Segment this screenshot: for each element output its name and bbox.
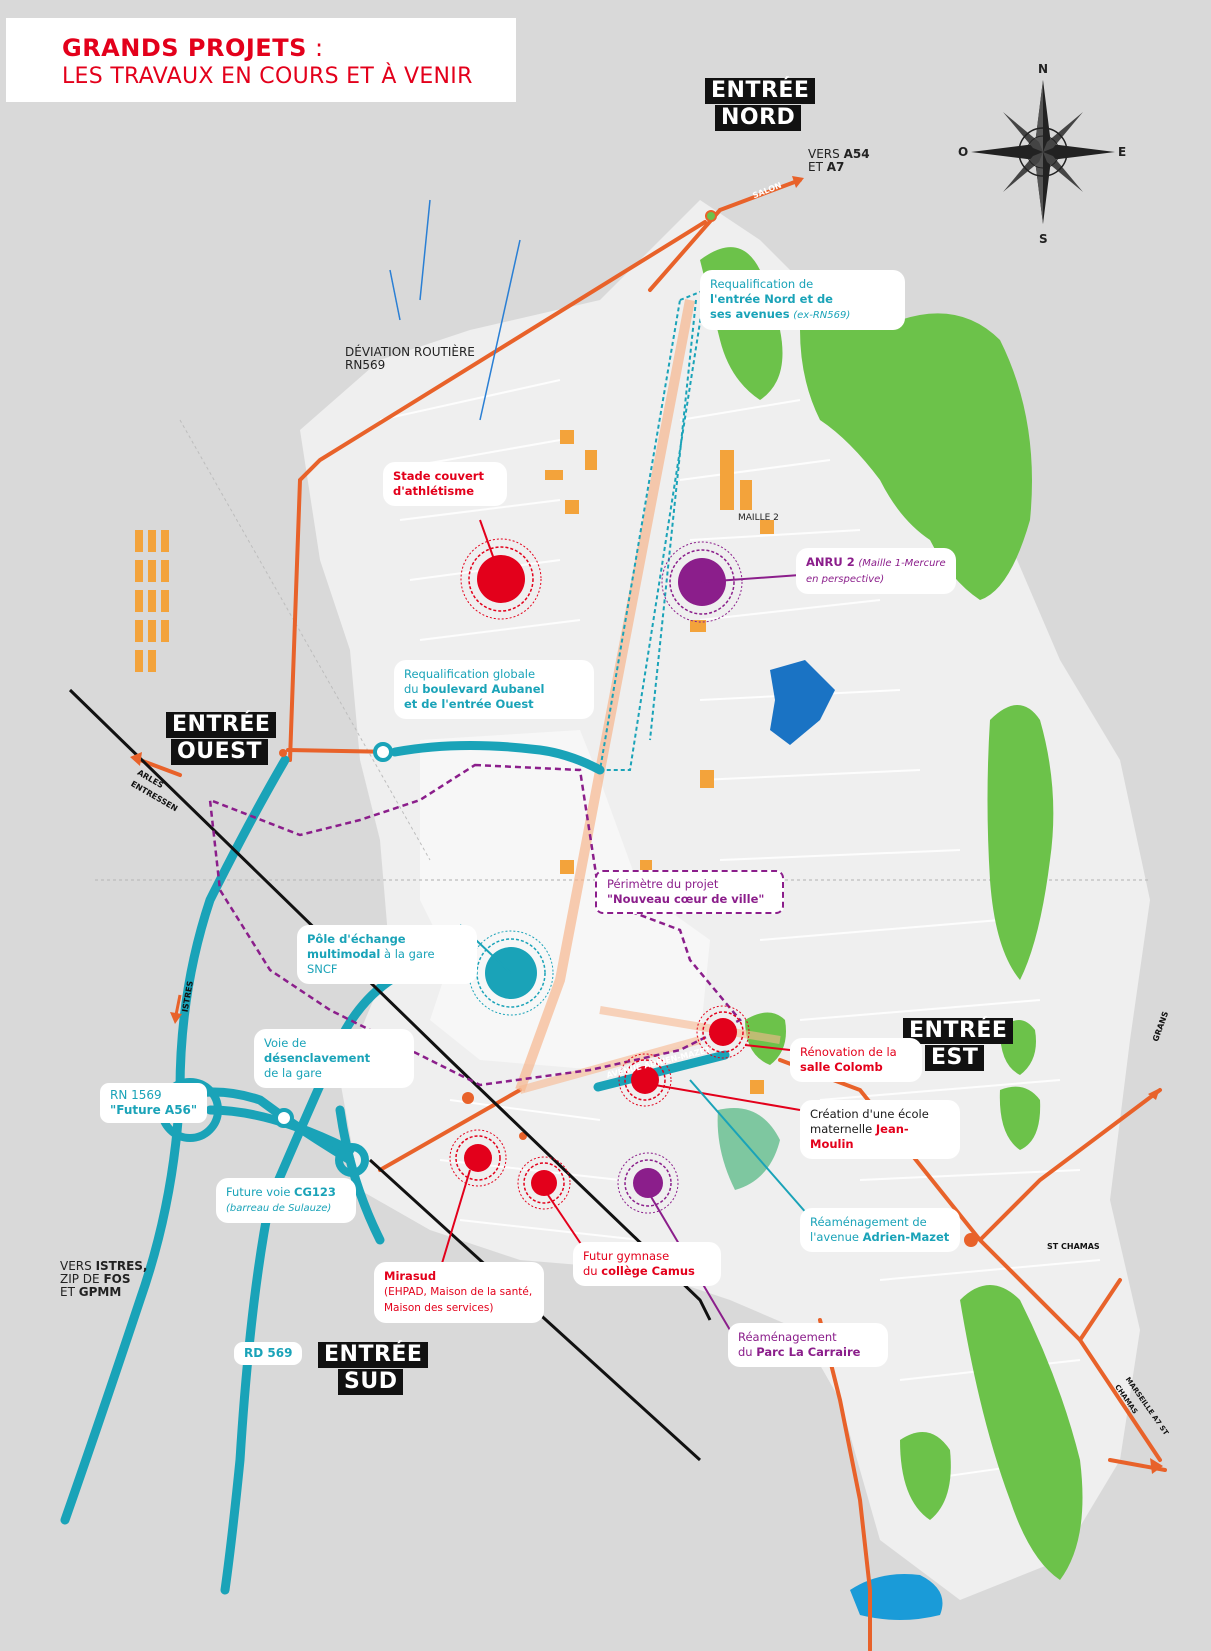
label-maille-2: MAILLE 2	[738, 513, 779, 523]
entry-north-line2: NORD	[715, 105, 802, 131]
entry-north-line1: ENTRÉE	[705, 78, 816, 104]
map-subtitle: LES TRAVAUX EN COURS ET À VENIR	[62, 64, 473, 89]
map-title: GRANDS PROJETS :	[62, 34, 324, 62]
label-rn1569: RN 1569"Future A56"	[100, 1083, 208, 1123]
entry-south-line2: SUD	[338, 1369, 404, 1395]
card-avenue-adrien-mazet: Réaménagement de l'avenue Adrien-Mazet	[800, 1208, 960, 1252]
card-cg123: Future voie CG123 (barreau de Sulauze)	[216, 1178, 356, 1223]
label-rd569: RD 569	[234, 1342, 303, 1365]
compass-west-label: O	[958, 145, 969, 159]
title-panel	[6, 18, 516, 102]
card-gymnase-camus: Futur gymnase du collège Camus	[573, 1242, 721, 1286]
entry-east-line1: ENTRÉE	[903, 1018, 1014, 1044]
card-voie-desenclavement: Voie de désenclavement de la gare	[254, 1029, 414, 1088]
card-ecole-jean-moulin: Création d'une école maternelle Jean-Mou…	[800, 1100, 960, 1159]
entry-west-line2: OUEST	[171, 739, 268, 765]
entry-west-line1: ENTRÉE	[166, 712, 277, 738]
card-parc-la-carraire: Réaménagement du Parc La Carraire	[728, 1323, 888, 1367]
compass-north-label: N	[1038, 62, 1049, 76]
compass-south-label: S	[1039, 232, 1048, 246]
label-vers-istres: VERS ISTRES, ZIP DE FOS ET GPMM	[60, 1259, 148, 1299]
entry-east-line2: EST	[925, 1045, 985, 1071]
label-vers-a54: VERS A54 ET A7	[808, 147, 870, 174]
compass-east-label: E	[1118, 145, 1127, 159]
label-st-chamas: ST CHAMAS	[1047, 1242, 1100, 1251]
card-anru-2: ANRU 2 (Maille 1-Mercure en perspective)	[796, 548, 956, 594]
card-perimetre-coeur-de-ville: Périmètre du projet"Nouveau cœur de vill…	[595, 870, 784, 914]
card-pole-echange: Pôle d'échange multimodal à la gare SNCF	[297, 925, 477, 984]
card-entree-nord-avenues: Requalification de l'entrée Nord et de s…	[700, 270, 905, 330]
card-boulevard-aubanel: Requalification globale du boulevard Aub…	[394, 660, 594, 719]
entry-south-line1: ENTRÉE	[318, 1342, 429, 1368]
compass-icon	[970, 80, 1116, 226]
card-mirasud: Mirasud (EHPAD, Maison de la santé, Mais…	[374, 1262, 544, 1323]
